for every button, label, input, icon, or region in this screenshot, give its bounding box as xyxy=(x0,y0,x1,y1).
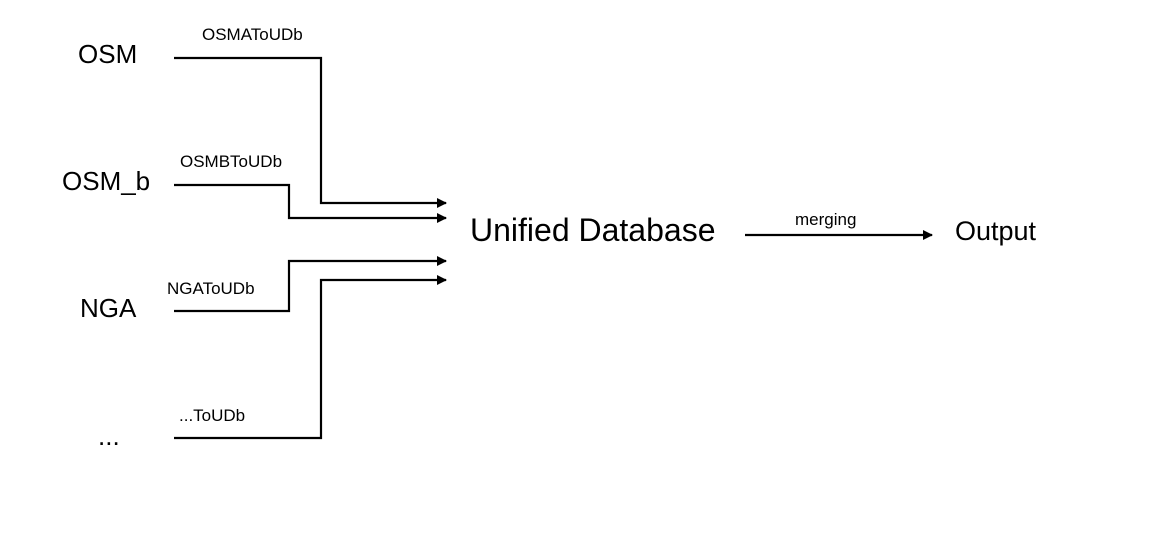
edge-osm-b-to-udb xyxy=(174,183,447,223)
edge-osm-to-udb xyxy=(174,56,447,208)
source-osm: OSM xyxy=(78,39,138,69)
edge-nga-to-udb xyxy=(174,256,447,313)
source-nga: NGA xyxy=(80,293,137,323)
unified-database-node: Unified Database xyxy=(470,212,716,248)
edge-label-more: ...ToUDb xyxy=(179,406,246,425)
edge-label-osm-b: OSMBToUDb xyxy=(180,152,283,171)
edge-label-osm: OSMAToUDb xyxy=(202,25,303,44)
source-osm-b: OSM_b xyxy=(62,166,151,196)
output-node: Output xyxy=(955,216,1037,246)
edge-label-merge: merging xyxy=(795,210,857,229)
edge-label-nga: NGAToUDb xyxy=(167,279,255,298)
edge-more-to-udb xyxy=(174,275,447,440)
source-more: ... xyxy=(98,421,120,451)
